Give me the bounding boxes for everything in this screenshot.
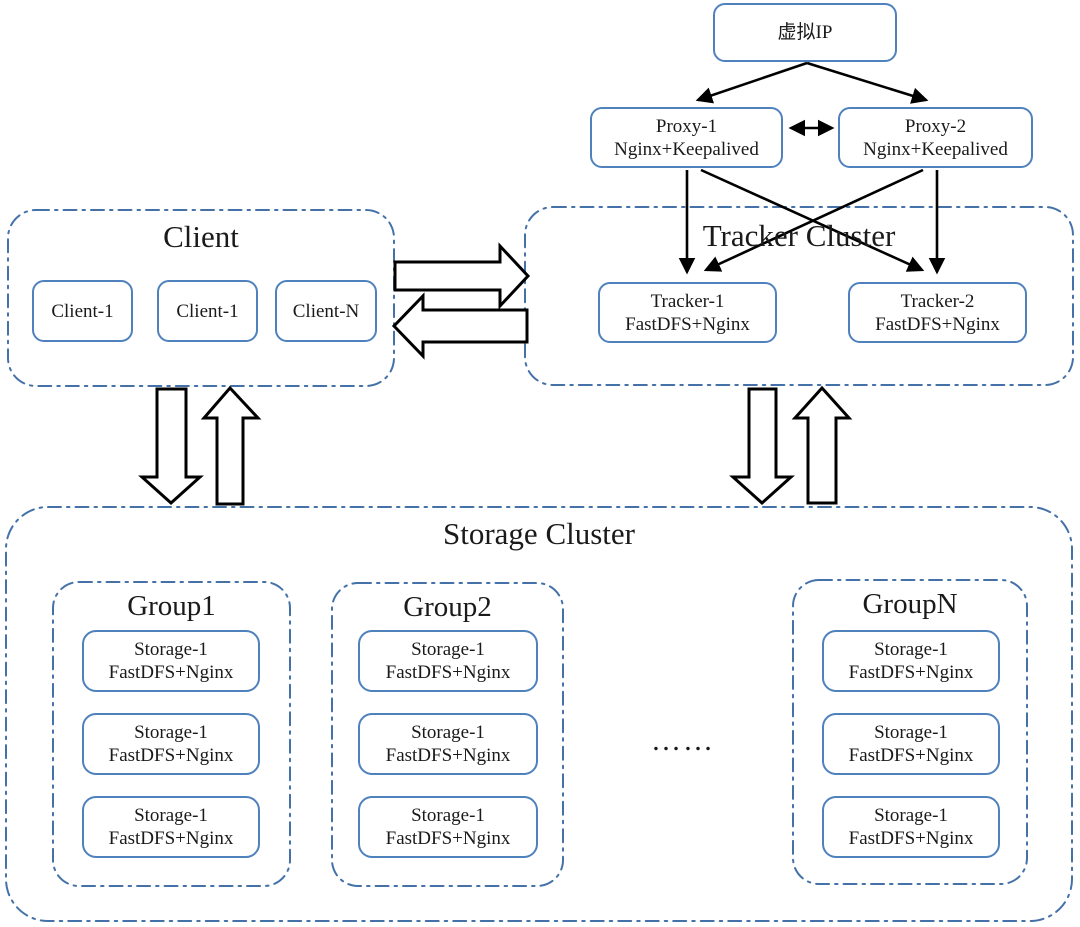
- storage-name: Storage-1: [874, 805, 948, 826]
- proxy2-name: Proxy-2: [904, 115, 967, 137]
- proxy1-name: Proxy-1: [655, 115, 718, 137]
- clientN-label: Client-N: [292, 300, 360, 322]
- tracker2-name: Tracker-2: [900, 290, 975, 312]
- storage-to-tracker-up-arrow: [791, 385, 853, 505]
- group1-storage3-box: Storage-1 FastDFS+Nginx: [82, 796, 260, 858]
- storage-cluster-title: Storage Cluster: [443, 516, 635, 551]
- group1-title: Group1: [127, 590, 216, 622]
- tracker1-box: Tracker-1 FastDFS+Nginx: [598, 282, 777, 343]
- tracker-cluster-title: Tracker Cluster: [702, 218, 896, 253]
- group2-storage3-box: Storage-1 FastDFS+Nginx: [358, 796, 538, 858]
- group1-storage1-box: Storage-1 FastDFS+Nginx: [82, 630, 260, 692]
- virtual-ip-box: 虚拟IP: [713, 3, 897, 62]
- tracker-to-storage-down-arrow: [729, 387, 795, 506]
- proxy2-stack: Nginx+Keepalived: [863, 138, 1008, 160]
- client1-box: Client-1: [32, 280, 133, 342]
- storage-stack: FastDFS+Nginx: [108, 662, 234, 683]
- storage-name: Storage-1: [134, 805, 208, 826]
- clientN-box: Client-N: [275, 280, 377, 342]
- tracker1-stack: FastDFS+Nginx: [625, 313, 750, 335]
- client2-label: Client-1: [176, 300, 239, 322]
- group2-storage2-box: Storage-1 FastDFS+Nginx: [358, 713, 538, 775]
- storage-to-client-up-arrow: [200, 385, 262, 506]
- proxy1-stack: Nginx+Keepalived: [614, 138, 759, 160]
- tracker2-stack: FastDFS+Nginx: [875, 313, 1000, 335]
- groupN-container: [792, 579, 1028, 885]
- storage-stack: FastDFS+Nginx: [848, 828, 974, 849]
- group2-title: Group2: [403, 591, 492, 623]
- storage-name: Storage-1: [134, 722, 208, 743]
- arrow-vip-to-proxy1: [695, 61, 808, 104]
- groupN-storage3-box: Storage-1 FastDFS+Nginx: [822, 796, 1000, 858]
- storage-name: Storage-1: [411, 805, 485, 826]
- group2-storage1-box: Storage-1 FastDFS+Nginx: [358, 630, 538, 692]
- groupN-storage2-box: Storage-1 FastDFS+Nginx: [822, 713, 1000, 775]
- tracker-cluster-container: [524, 206, 1074, 386]
- client-to-storage-down-arrow: [138, 387, 204, 506]
- storage-stack: FastDFS+Nginx: [848, 662, 974, 683]
- client2-box: Client-1: [157, 280, 258, 342]
- virtual-ip-label: 虚拟IP: [777, 22, 833, 43]
- storage-stack: FastDFS+Nginx: [385, 662, 511, 683]
- tracker1-name: Tracker-1: [650, 290, 725, 312]
- tracker-to-client-left-arrow: [391, 292, 529, 360]
- storage-stack: FastDFS+Nginx: [848, 745, 974, 766]
- group1-container: [52, 581, 291, 887]
- client-cluster-title: Client: [163, 219, 239, 254]
- arrow-proxy2-to-tracker1: [703, 168, 924, 272]
- group1-storage2-box: Storage-1 FastDFS+Nginx: [82, 713, 260, 775]
- group2-container: [331, 582, 564, 887]
- storage-name: Storage-1: [134, 639, 208, 660]
- storage-cluster-container: [5, 506, 1073, 922]
- storage-name: Storage-1: [874, 639, 948, 660]
- storage-stack: FastDFS+Nginx: [385, 745, 511, 766]
- storage-name: Storage-1: [874, 722, 948, 743]
- tracker2-box: Tracker-2 FastDFS+Nginx: [848, 282, 1027, 343]
- groupN-storage1-box: Storage-1 FastDFS+Nginx: [822, 630, 1000, 692]
- storage-name: Storage-1: [411, 639, 485, 660]
- client-cluster-container: [7, 209, 395, 387]
- storage-name: Storage-1: [411, 722, 485, 743]
- client-to-tracker-right-arrow: [393, 242, 531, 310]
- storage-stack: FastDFS+Nginx: [108, 828, 234, 849]
- more-groups-ellipsis: ……: [651, 724, 715, 757]
- storage-stack: FastDFS+Nginx: [385, 828, 511, 849]
- proxy2-box: Proxy-2 Nginx+Keepalived: [838, 107, 1033, 168]
- storage-stack: FastDFS+Nginx: [108, 745, 234, 766]
- client1-label: Client-1: [51, 300, 114, 322]
- arrow-vip-to-proxy2: [806, 61, 929, 104]
- proxy1-box: Proxy-1 Nginx+Keepalived: [590, 107, 783, 168]
- groupN-title: GroupN: [862, 588, 958, 620]
